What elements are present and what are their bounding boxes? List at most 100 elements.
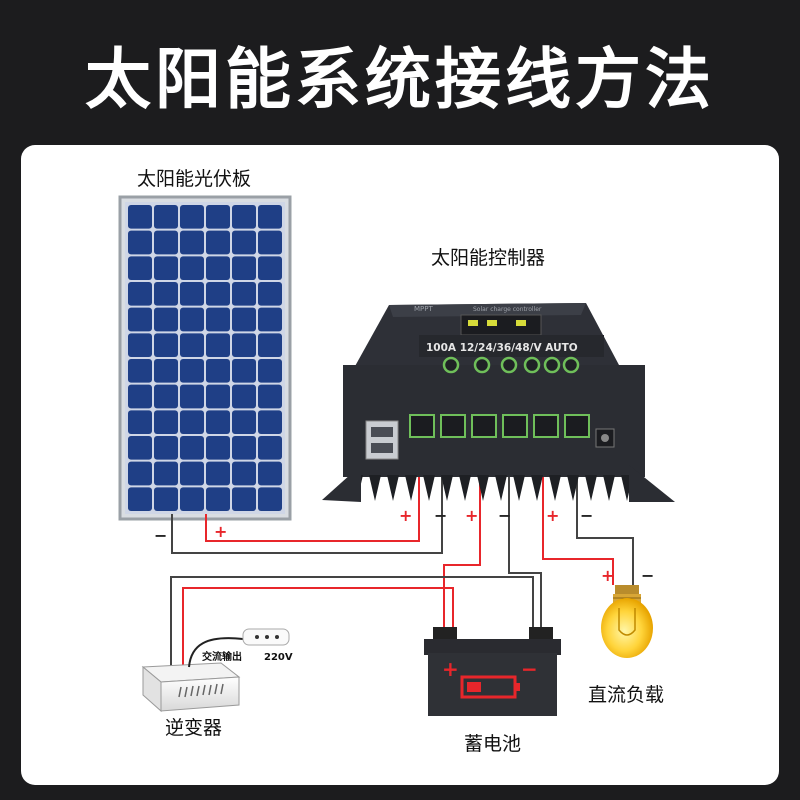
solar-cell: [232, 205, 256, 229]
heatsink-fin: [441, 475, 453, 501]
controller-terminals: [409, 414, 590, 438]
ctrl-bat-minus-sign: −: [498, 506, 511, 525]
solar-cell: [232, 384, 256, 409]
solar-cell: [258, 256, 282, 280]
inverter-ac-output-label: 交流输出: [202, 650, 242, 663]
solar-cell: [258, 410, 282, 434]
solar-cell: [154, 256, 178, 280]
battery-plus-sign: +: [442, 657, 459, 681]
solar-cell: [206, 384, 230, 409]
solar-cell: [206, 307, 230, 332]
solar-cell: [180, 359, 204, 383]
solar-cell: [206, 436, 230, 460]
solar-cell: [154, 410, 178, 434]
solar-cell: [128, 333, 152, 357]
solar-cells: [128, 205, 282, 511]
solar-cell: [128, 436, 152, 460]
dc-load-bulb: [601, 585, 653, 658]
solar-cell: [258, 307, 282, 332]
solar-cell: [258, 461, 282, 486]
solar-cell: [206, 282, 230, 306]
heatsink-fin: [387, 475, 399, 501]
solar-cell: [128, 230, 152, 255]
heatsink-fin: [369, 475, 381, 501]
solar-cell: [180, 333, 204, 357]
polarity-signs: − + + − + − + − + −: [154, 506, 654, 585]
controller-subtitle: Solar charge controller: [473, 306, 542, 313]
solar-panel: [118, 195, 292, 521]
solar-cell: [128, 359, 152, 383]
usb-ports: [365, 420, 399, 460]
solar-cell: [154, 307, 178, 332]
heatsink-fin: [567, 475, 579, 501]
solar-cell: [206, 359, 230, 383]
solar-cell: [128, 384, 152, 409]
solar-cell: [154, 230, 178, 255]
solar-cell: [180, 410, 204, 434]
controller-rating: 100A 12/24/36/48/V AUTO: [426, 342, 578, 354]
solar-cell: [206, 461, 230, 486]
heatsink-fin: [603, 475, 615, 501]
solar-cell: [206, 410, 230, 434]
solar-cell: [180, 461, 204, 486]
solar-cell: [154, 282, 178, 306]
solar-cell: [258, 205, 282, 229]
solar-cell: [154, 333, 178, 357]
heatsink-fin: [513, 475, 525, 501]
heatsink-fin: [549, 475, 561, 501]
dc-load-label: 直流负载: [588, 684, 665, 706]
solar-cell: [232, 333, 256, 357]
solar-cell: [206, 333, 230, 357]
solar-cell: [258, 384, 282, 409]
solar-cell: [180, 487, 204, 511]
panel-plus-sign: +: [214, 522, 227, 541]
charge-controller: MPPT Solar charge controller 100A 12/24/…: [322, 303, 675, 502]
ctrl-pv-minus-sign: −: [434, 506, 447, 525]
solar-cell: [258, 333, 282, 357]
solar-cell: [206, 205, 230, 229]
heatsink-fin: [423, 475, 435, 501]
solar-cell: [232, 359, 256, 383]
solar-cell: [180, 282, 204, 306]
solar-cell: [232, 436, 256, 460]
wiring-diagram: − + + − + − + − + − MPPT Solar charge co…: [118, 195, 675, 716]
controller-label: 太阳能控制器: [431, 247, 546, 269]
solar-cell: [128, 205, 152, 229]
controller-brand: MPPT: [414, 305, 433, 313]
ctrl-load-minus-sign: −: [580, 506, 593, 525]
solar-cell: [206, 230, 230, 255]
battery: + −: [424, 627, 561, 716]
solar-cell: [128, 487, 152, 511]
diagram-panel: − + + − + − + − + − MPPT Solar charge co…: [21, 145, 779, 785]
inverter-voltage-label: 220V: [264, 652, 293, 663]
battery-label: 蓄电池: [464, 733, 522, 755]
heatsink-fin: [405, 475, 417, 501]
page-title: 太阳能系统接线方法: [85, 41, 715, 118]
solar-cell: [154, 487, 178, 511]
ctrl-load-plus-sign: +: [546, 506, 559, 525]
heatsink-fin: [585, 475, 597, 501]
load-plus-sign: +: [601, 566, 614, 585]
inverter-vent: [178, 683, 224, 698]
solar-cell: [128, 307, 152, 332]
inverter: 交流输出 220V: [141, 628, 293, 713]
battery-minus-sign: −: [521, 657, 538, 681]
heatsink-fin: [495, 475, 507, 501]
solar-cell: [206, 256, 230, 280]
solar-cell: [128, 410, 152, 434]
ctrl-pv-plus-sign: +: [399, 506, 412, 525]
solar-cell: [180, 256, 204, 280]
solar-cell: [232, 307, 256, 332]
heatsink-fin: [477, 475, 489, 501]
solar-cell: [180, 436, 204, 460]
solar-cell: [154, 205, 178, 229]
controller-indicator-row: [442, 356, 580, 374]
solar-cell: [232, 282, 256, 306]
solar-cell: [154, 461, 178, 486]
solar-cell: [128, 461, 152, 486]
solar-cell: [258, 282, 282, 306]
solar-cell: [258, 487, 282, 511]
solar-cell: [258, 359, 282, 383]
solar-cell: [258, 436, 282, 460]
heatsink-fin: [459, 475, 471, 501]
